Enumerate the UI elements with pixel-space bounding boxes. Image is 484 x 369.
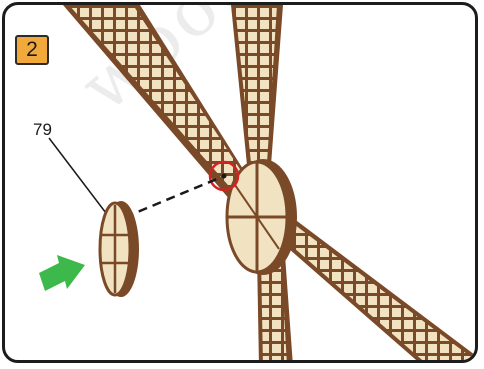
part-leader-line [49,138,109,217]
windmill-blade-lower-right [273,221,475,363]
step-number-badge: 2 [15,35,49,65]
part-79-disc [100,201,139,297]
assembly-illustration [5,5,478,363]
windmill-blade-upper-left [63,5,253,201]
part-number-label: 79 [33,120,52,140]
instruction-panel: wooden [2,2,478,363]
direction-arrow-icon [39,255,85,291]
windmill-blade-upper [231,5,283,165]
